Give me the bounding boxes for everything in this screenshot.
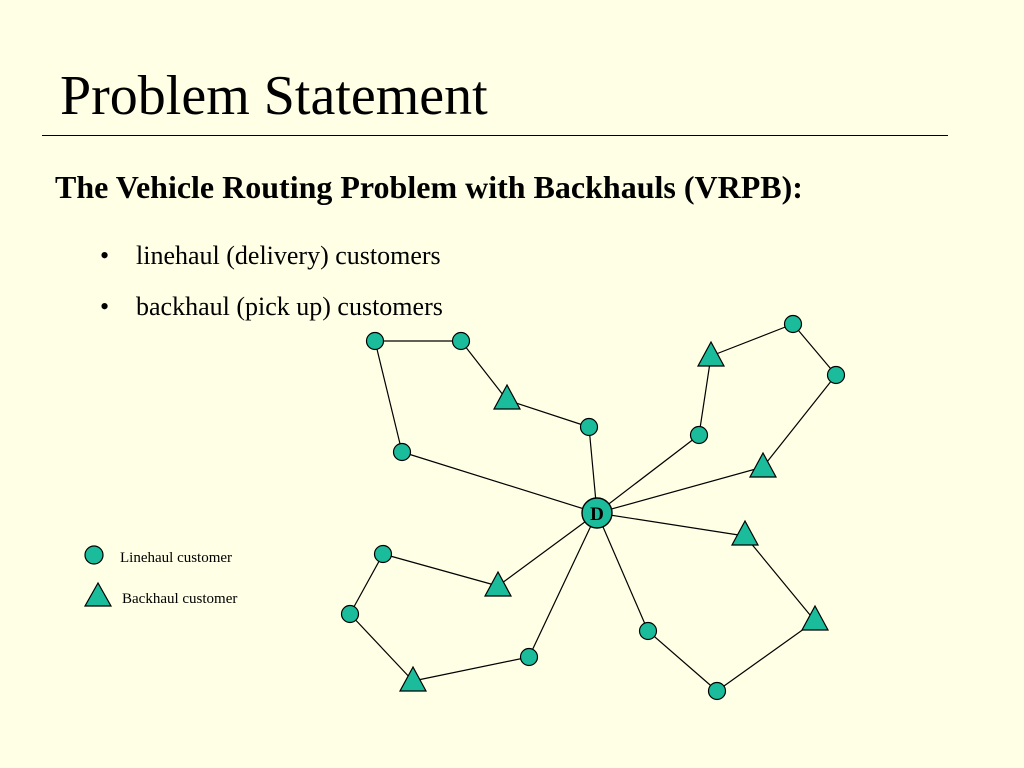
linehaul-nodes	[340, 314, 846, 701]
linehaul-customer-node	[689, 425, 709, 445]
route-edges	[349, 323, 837, 692]
linehaul-customer-node	[451, 331, 471, 351]
linehaul-customer-node	[579, 417, 599, 437]
legend-linehaul-icon	[84, 545, 104, 565]
backhaul-customer-node	[748, 451, 778, 478]
backhaul-customer-node	[730, 519, 760, 546]
backhaul-customer-node	[492, 383, 522, 410]
linehaul-customer-node	[392, 442, 412, 462]
route-edge	[506, 399, 590, 428]
linehaul-customer-node	[373, 544, 393, 564]
route-edge	[596, 434, 700, 514]
slide-title: Problem Statement	[60, 65, 488, 127]
legend: Linehaul customer Backhaul customer	[83, 545, 237, 607]
bullet-item: • linehaul (delivery) customers	[100, 241, 443, 271]
backhaul-customer-node	[398, 665, 428, 692]
route-edge	[349, 553, 384, 615]
backhaul-customer-node	[800, 604, 830, 631]
legend-linehaul-label: Linehaul customer	[120, 550, 232, 566]
legend-backhaul-label: Backhaul customer	[122, 591, 237, 607]
linehaul-customer-node	[826, 365, 846, 385]
route-edge	[710, 323, 794, 357]
legend-backhaul-icon	[83, 581, 113, 607]
slide-subtitle: The Vehicle Routing Problem with Backhau…	[55, 169, 803, 205]
depot-circle	[581, 497, 613, 529]
bullet-text: backhaul (pick up) customers	[136, 291, 443, 321]
linehaul-customer-node	[519, 647, 539, 667]
route-edge	[716, 620, 816, 692]
backhaul-customer-node	[696, 340, 726, 367]
route-edge	[382, 553, 499, 587]
route-edge	[698, 355, 712, 436]
route-edge	[596, 466, 764, 514]
linehaul-customer-node	[707, 681, 727, 701]
route-edge	[528, 512, 598, 658]
route-edge	[647, 630, 718, 692]
route-edge	[762, 374, 837, 468]
backhaul-customer-node	[483, 570, 513, 597]
linehaul-customer-node	[638, 621, 658, 641]
route-edge	[744, 535, 816, 622]
title-divider	[42, 135, 948, 136]
backhaul-nodes	[398, 340, 830, 692]
route-edge	[349, 613, 414, 682]
bullet-item: • backhaul (pick up) customers	[100, 292, 443, 322]
bullet-dot-icon: •	[100, 291, 110, 321]
depot-label: D	[590, 504, 604, 525]
linehaul-customer-node	[365, 331, 385, 351]
route-edge	[497, 512, 598, 587]
bullet-dot-icon: •	[100, 241, 110, 270]
linehaul-customer-node	[340, 604, 360, 624]
route-edge	[792, 323, 837, 376]
bullet-list: • linehaul (delivery) customers • backha…	[100, 241, 443, 343]
route-edge	[460, 340, 508, 401]
route-edge	[401, 451, 598, 514]
route-edge	[412, 656, 530, 682]
depot-node: D	[581, 497, 613, 529]
linehaul-customer-node	[783, 314, 803, 334]
route-edge	[374, 340, 403, 453]
route-edge	[596, 512, 746, 537]
bullet-text: linehaul (delivery) customers	[136, 241, 441, 270]
route-edge	[596, 512, 649, 632]
